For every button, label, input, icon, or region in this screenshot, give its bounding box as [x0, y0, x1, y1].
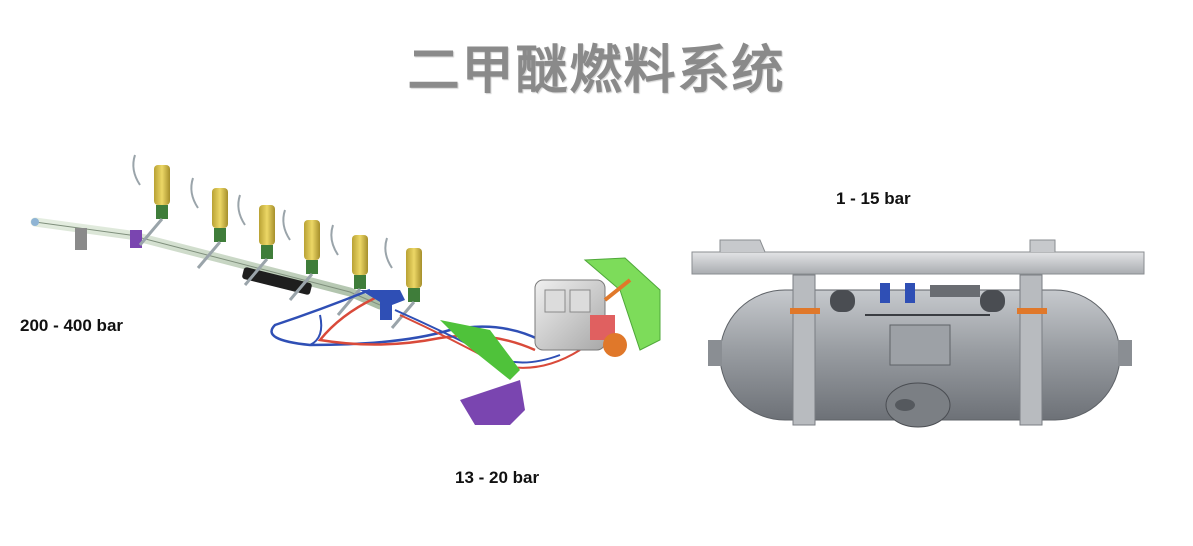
- fuel-lines: [270, 288, 581, 369]
- injection-system-illustration: [30, 154, 661, 425]
- page-title: 二甲醚燃料系统: [407, 40, 786, 101]
- dme-tank-illustration: [691, 239, 1145, 428]
- fuel-pump: [534, 257, 661, 357]
- injector: [132, 154, 170, 246]
- tank-valves: [830, 283, 1005, 316]
- injector: [237, 194, 275, 286]
- high-pressure-label: 200 - 400 bar: [20, 316, 124, 335]
- injector: [384, 237, 422, 329]
- injector-row: [132, 154, 422, 329]
- chassis-rail: [691, 251, 1145, 275]
- mid-pressure-label: 13 - 20 bar: [455, 468, 540, 487]
- tank-straps: [790, 274, 1047, 426]
- injector: [190, 177, 228, 269]
- purple-bracket: [460, 380, 525, 425]
- rail-bracket: [75, 228, 87, 250]
- purple-mount: [360, 290, 405, 320]
- tank-access-panel: [889, 324, 951, 366]
- injector: [330, 224, 368, 316]
- tank-drain-port: [885, 382, 951, 428]
- low-pressure-label: 1 - 15 bar: [836, 189, 911, 208]
- rail-damper: [242, 267, 312, 295]
- green-bracket: [440, 320, 520, 380]
- injector: [282, 209, 320, 301]
